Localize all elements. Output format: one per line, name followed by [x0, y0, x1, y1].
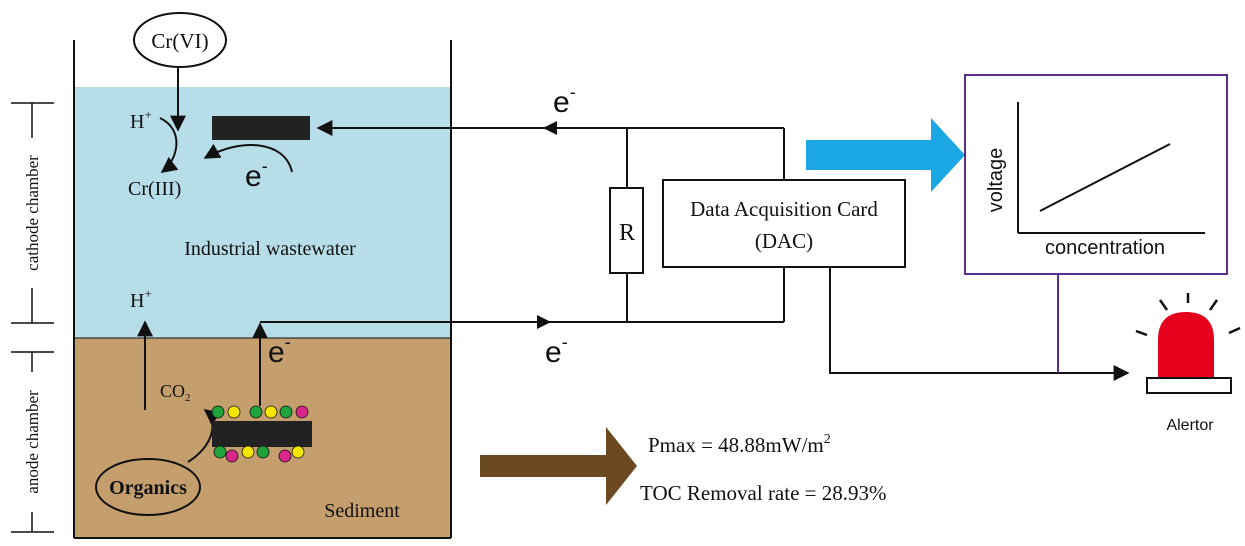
pmax-label: Pmax = 48.88mW/m2 — [648, 432, 831, 457]
cathode-e-minus-label: e- — [245, 156, 268, 193]
h-to-cr3-curve-arrow — [159, 117, 179, 173]
bacteria-bead — [295, 405, 309, 419]
co2-label: CO2 — [160, 381, 191, 404]
bacteria-bead — [264, 405, 278, 419]
chart-linear-trend-line — [1039, 143, 1171, 212]
cathode-wire-e-minus-label: e- — [553, 82, 576, 119]
chart-ylabel: voltage — [985, 148, 1007, 213]
cathode-chamber-label: cathode chamber — [23, 155, 42, 271]
anode-wire-arrowhead — [537, 315, 551, 329]
anode-electrode — [212, 421, 312, 447]
bacteria-bead — [213, 445, 227, 459]
bacteria-bead — [256, 445, 270, 459]
voltage-concentration-chart-frame — [964, 74, 1228, 275]
bacteria-bead — [241, 445, 255, 459]
bacteria-bead — [291, 445, 305, 459]
bacteria-bead — [279, 405, 293, 419]
sediment-label: Sediment — [324, 500, 400, 522]
organics-ellipse — [95, 458, 201, 516]
industrial-wastewater-label: Industrial wastewater — [184, 238, 356, 260]
anode-bracket — [11, 351, 54, 533]
dac-label-line1: Data Acquisition Card — [690, 197, 878, 221]
alarm-dome — [1158, 312, 1214, 378]
cathode-electrode — [212, 116, 310, 140]
bacteria-bead — [249, 405, 263, 419]
alarm-base — [1146, 377, 1232, 394]
organics-to-co2-curve-arrow — [187, 409, 222, 463]
resistor-label: R — [619, 220, 635, 246]
organics-label: Organics — [109, 477, 187, 499]
cr6-label: Cr(VI) — [151, 29, 208, 53]
h-plus-bottom-label: H+ — [130, 286, 152, 312]
dac-label-line2: (DAC) — [755, 229, 813, 253]
toc-removal-label: TOC Removal rate = 28.93% — [640, 481, 887, 505]
bacteria-bead — [225, 449, 239, 463]
bacteria-bead — [227, 405, 241, 419]
cathode-bracket — [11, 102, 54, 324]
blue-flow-arrow — [806, 118, 965, 192]
alertor-label: Alertor — [1166, 417, 1214, 434]
anode-wire-e-minus-label: e- — [545, 332, 568, 369]
cathode-electron-curve-arrow — [203, 143, 293, 173]
resistor — [609, 187, 644, 274]
anode-e-minus-label: e- — [268, 332, 291, 369]
anode-chamber-label: anode chamber — [23, 390, 42, 494]
bacteria-bead — [278, 449, 292, 463]
dac-to-alertor-wire — [829, 267, 1130, 381]
alarm-light-icon — [1135, 293, 1241, 394]
bacteria-beads-top — [211, 405, 309, 419]
dac-box — [662, 179, 906, 268]
bacteria-beads-bottom — [213, 445, 305, 463]
cathode-wire-arrowhead — [543, 121, 557, 135]
brown-result-arrow — [480, 427, 637, 505]
alarm-rays — [1135, 293, 1241, 337]
chart-xlabel: concentration — [1045, 237, 1165, 259]
cr6-ellipse — [133, 12, 227, 68]
bacteria-bead — [211, 405, 225, 419]
cr3-label: Cr(III) — [128, 178, 181, 200]
h-plus-top-label: H+ — [130, 107, 152, 133]
